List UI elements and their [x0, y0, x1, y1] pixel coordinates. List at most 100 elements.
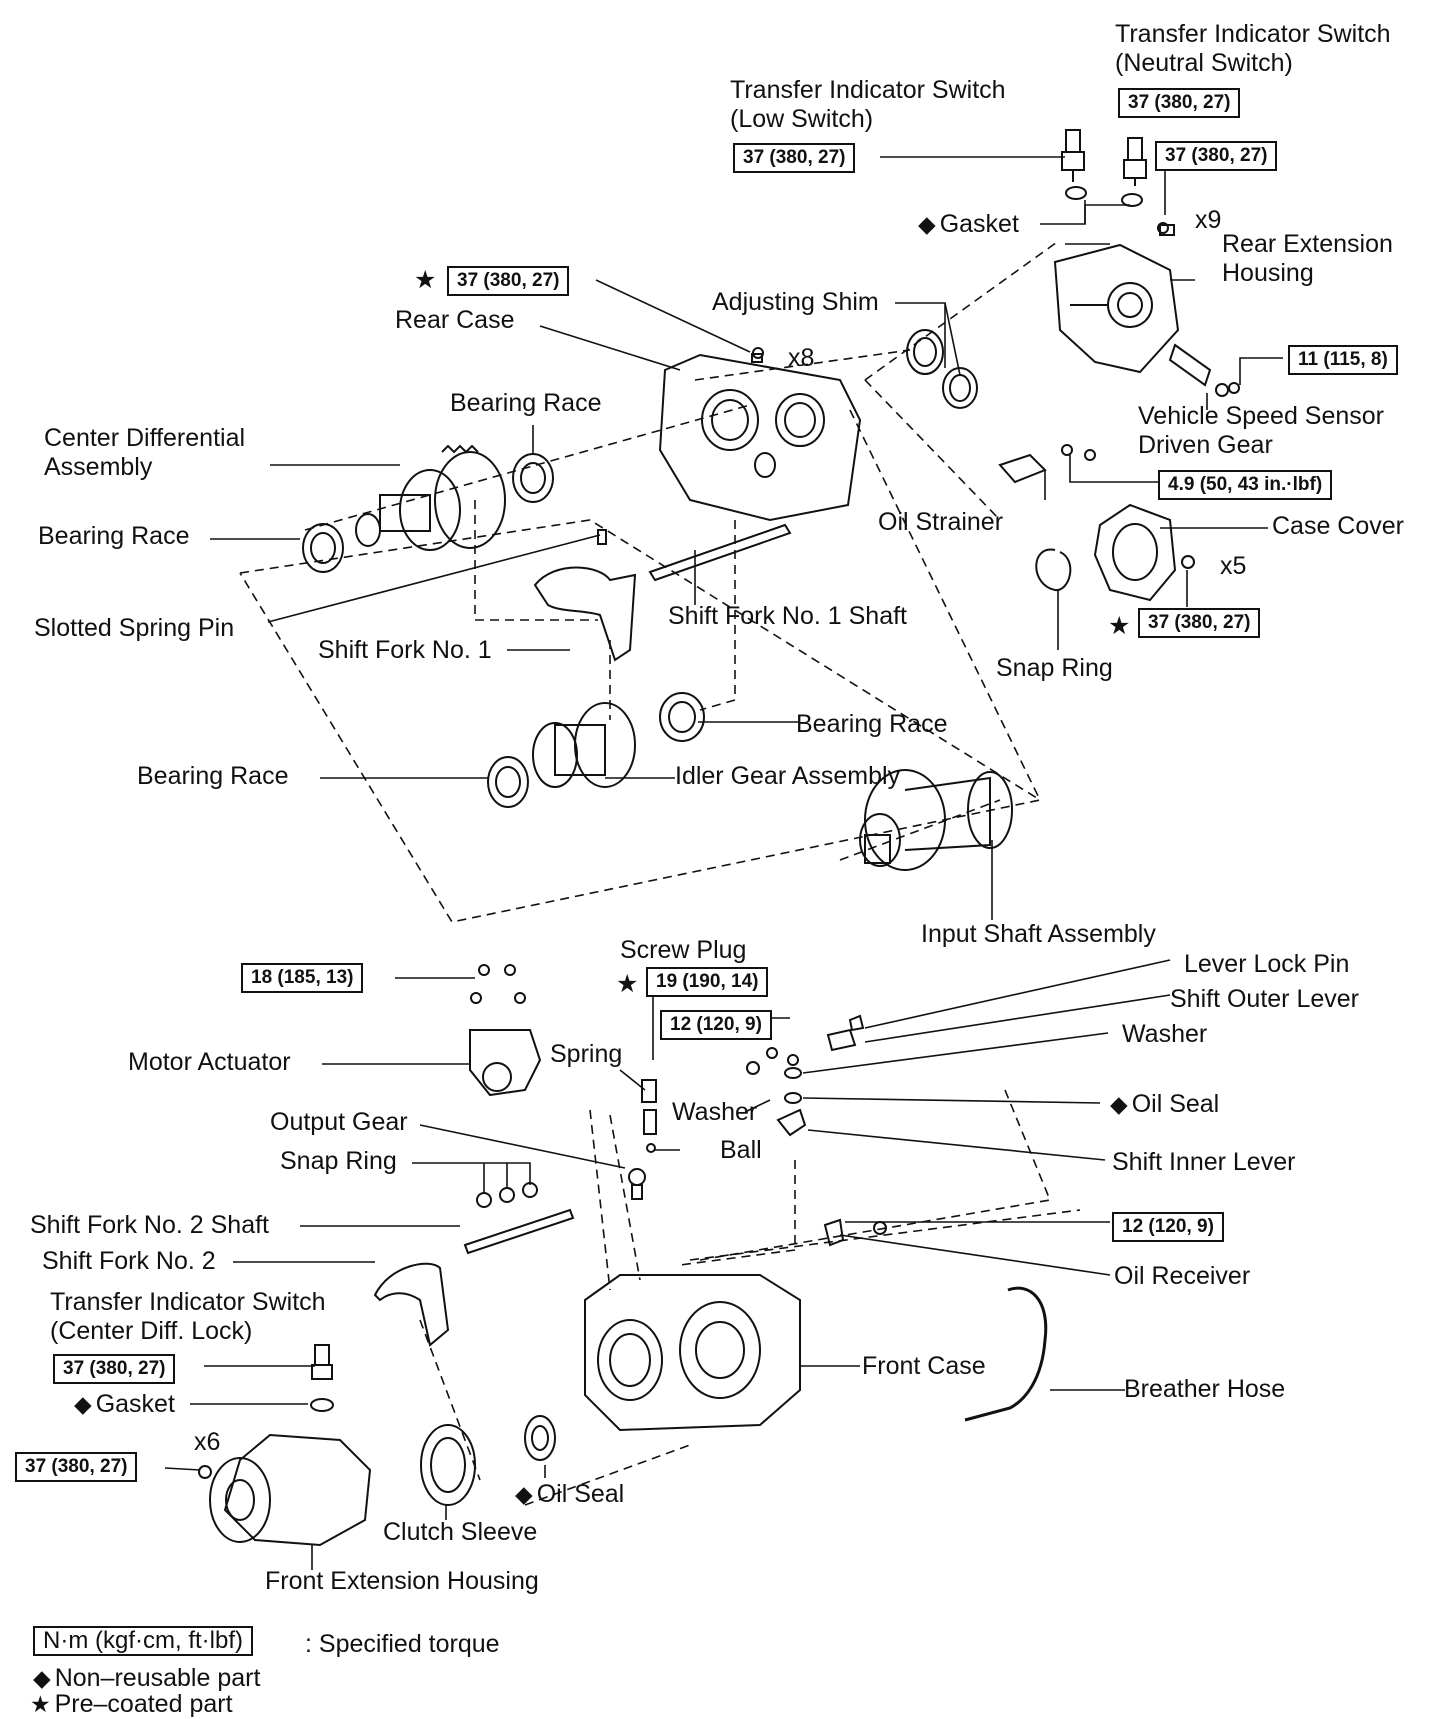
torque-front-ext: 37 (380, 27) — [15, 1452, 138, 1482]
label-oil-receiver: Oil Receiver — [1114, 1262, 1251, 1290]
breather-hose-shape — [964, 1286, 1048, 1422]
label-breather: Breather Hose — [1124, 1375, 1286, 1403]
label-bearing-race-4: Bearing Race — [137, 762, 289, 790]
snap-ring-shape — [1035, 548, 1072, 591]
sf1-shaft-shape — [648, 523, 792, 582]
torque-motor: 18 (185, 13) — [241, 963, 364, 993]
diamond-mark: ◆ — [515, 1481, 533, 1507]
legend-specified: : Specified torque — [305, 1630, 500, 1658]
label-oil-seal-b-text: Oil Seal — [536, 1480, 625, 1508]
label-ti-low-text: Transfer Indicator Switch (Low Switch) — [730, 76, 1006, 133]
label-idler-gear: Idler Gear Assembly — [675, 762, 901, 790]
vss-shape — [1168, 343, 1229, 397]
label-sf1-shaft: Shift Fork No. 1 Shaft — [668, 602, 907, 630]
star-mark: ★ — [30, 1691, 51, 1717]
torque-low: 37 (380, 27) — [733, 143, 856, 173]
legend-precoated-text: Pre–coated part — [54, 1690, 233, 1718]
label-ti-low: Transfer Indicator Switch (Low Switch) — [730, 76, 1006, 134]
torque-lever: 12 (120, 9) — [660, 1010, 772, 1040]
front-extension-shape — [209, 1433, 372, 1547]
label-rear-ext: Rear Extension Housing — [1222, 230, 1393, 287]
diamond-mark: ◆ — [74, 1391, 92, 1417]
label-front-ext: Front Extension Housing — [265, 1567, 539, 1595]
label-ball: Ball — [720, 1136, 762, 1164]
label-shift-outer: Shift Outer Lever — [1170, 985, 1359, 1013]
torque-vss: 11 (115, 8) — [1288, 345, 1398, 375]
torque-cover: 37 (380, 27) — [1138, 608, 1261, 638]
label-x9: x9 — [1195, 206, 1222, 234]
label-bearing-race-3: Bearing Race — [796, 710, 948, 738]
label-washer-r: Washer — [1122, 1020, 1208, 1048]
label-snap-ring-bot: Snap Ring — [280, 1147, 397, 1175]
leader-lines — [164, 156, 1283, 1570]
diamond-mark: ◆ — [1110, 1091, 1128, 1117]
idler-gear-shape — [532, 702, 636, 788]
label-washer-m: Washer — [672, 1098, 758, 1126]
torque-rear-case: 37 (380, 27) — [447, 266, 570, 296]
label-center-diff: Center Differential Assembly — [44, 424, 246, 481]
label-bearing-race-2: Bearing Race — [38, 522, 190, 550]
label-ti-cdl: Transfer Indicator Switch (Center Diff. … — [50, 1288, 326, 1345]
label-x8: x8 — [788, 344, 815, 372]
label-lever-lock-pin: Lever Lock Pin — [1184, 950, 1350, 978]
shift-fork-2-shape — [373, 1262, 450, 1347]
label-front-case: Front Case — [862, 1352, 986, 1380]
star-mark-plug: ★ — [616, 970, 639, 998]
low-switch-shape — [1061, 129, 1087, 200]
legend-unit-box: N·m (kgf·cm, ft·lbf) — [33, 1626, 253, 1656]
label-oil-seal-r-text: Oil Seal — [1131, 1090, 1220, 1118]
torque-rear-ext: 37 (380, 27) — [1155, 141, 1278, 171]
star-mark-cover: ★ — [1108, 612, 1131, 640]
label-adj-shim: Adjusting Shim — [712, 288, 879, 316]
label-ti-neutral: Transfer Indicator Switch (Neutral Switc… — [1115, 20, 1391, 78]
torque-receiver: 12 (120, 9) — [1112, 1212, 1224, 1242]
motor-actuator-shape — [469, 1029, 542, 1097]
label-output-gear: Output Gear — [270, 1108, 408, 1136]
label-rear-case: Rear Case — [395, 306, 515, 334]
label-shift-fork-1: Shift Fork No. 1 — [318, 636, 492, 664]
label-ti-neutral-text: Transfer Indicator Switch (Neutral Switc… — [1115, 20, 1391, 77]
label-gasket-bot-text: Gasket — [95, 1390, 175, 1418]
case-cover-shape — [1093, 503, 1177, 602]
input-shaft-shape — [859, 769, 1013, 871]
label-gasket-top-text: Gasket — [939, 210, 1019, 238]
torque-neutral: 37 (380, 27) — [1118, 88, 1241, 118]
label-gasket-top: ◆Gasket — [918, 210, 1019, 239]
sf2-shaft-shape — [463, 1208, 575, 1255]
label-clutch-sleeve: Clutch Sleeve — [383, 1518, 538, 1546]
label-case-cover: Case Cover — [1272, 512, 1404, 540]
label-x5: x5 — [1220, 552, 1247, 580]
torque-plug: 19 (190, 14) — [646, 967, 769, 997]
label-snap-ring-top: Snap Ring — [996, 654, 1113, 682]
label-slotted-pin: Slotted Spring Pin — [34, 614, 235, 642]
neutral-switch-shape — [1121, 137, 1147, 207]
legend-nonreusable: ◆Non–reusable part — [33, 1664, 260, 1693]
star-mark-rear-case: ★ — [414, 266, 437, 294]
rear-extension-housing-shape — [1053, 224, 1180, 374]
legend-nonreusable-text: Non–reusable part — [54, 1664, 261, 1692]
label-oil-seal-r: ◆Oil Seal — [1110, 1090, 1219, 1119]
label-screw-plug: Screw Plug — [620, 936, 747, 964]
label-shift-fork-2: Shift Fork No. 2 — [42, 1247, 216, 1275]
assembly-guide-lines — [239, 239, 1081, 1506]
diamond-mark: ◆ — [33, 1665, 51, 1691]
label-sf2-shaft: Shift Fork No. 2 Shaft — [30, 1211, 269, 1239]
label-shift-inner: Shift Inner Lever — [1112, 1148, 1296, 1176]
front-case-shape — [584, 1274, 801, 1432]
label-vss: Vehicle Speed Sensor Driven Gear — [1138, 402, 1385, 459]
diamond-mark: ◆ — [918, 211, 936, 237]
label-gasket-bot: ◆Gasket — [74, 1390, 175, 1419]
label-x6: x6 — [194, 1428, 221, 1456]
label-oil-strainer: Oil Strainer — [878, 508, 1004, 536]
bolt-markers — [198, 222, 1240, 1479]
center-diff-shape — [355, 444, 506, 551]
torque-cdl: 37 (380, 27) — [53, 1354, 176, 1384]
label-input-shaft: Input Shaft Assembly — [921, 920, 1156, 948]
rear-case-shape — [658, 353, 862, 522]
label-spring: Spring — [550, 1040, 623, 1068]
torque-strainer: 4.9 (50, 43 in.·lbf) — [1158, 470, 1333, 500]
label-oil-seal-b: ◆Oil Seal — [515, 1480, 624, 1509]
shift-fork-1-shape — [533, 566, 637, 662]
